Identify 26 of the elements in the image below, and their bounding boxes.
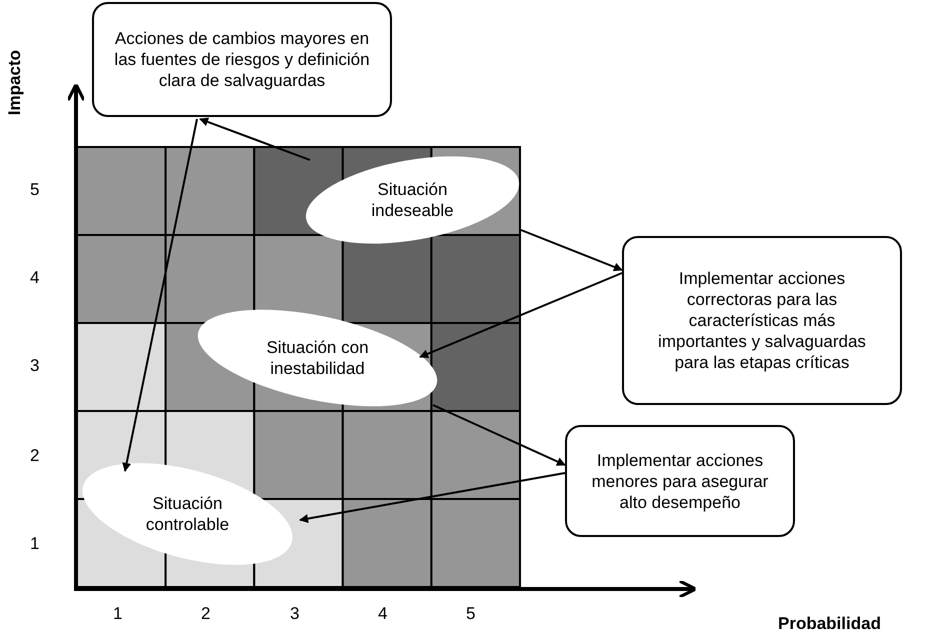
arrow bbox=[419, 272, 622, 358]
callout-box bbox=[565, 425, 795, 537]
situation-label: Situación indeseable bbox=[370, 179, 455, 221]
situation-label: Situación con inestabilidad bbox=[265, 337, 370, 379]
tick-label: 3 bbox=[290, 604, 300, 624]
tick-label: 5 bbox=[30, 180, 40, 200]
y-axis-title: Impacto bbox=[5, 50, 25, 116]
situation-label: Situación controlable bbox=[144, 493, 230, 535]
tick-label: 2 bbox=[201, 604, 210, 624]
callout-box bbox=[92, 2, 392, 117]
arrow bbox=[122, 118, 198, 472]
arrow bbox=[520, 229, 623, 272]
tick-label: 5 bbox=[466, 604, 476, 624]
x-axis-title: Probabilidad bbox=[778, 614, 881, 634]
arrow bbox=[199, 118, 310, 161]
callout-box bbox=[622, 236, 902, 405]
tick-label: 1 bbox=[30, 534, 40, 554]
callout-text: Acciones de cambios mayores en las fuentes de riesgos y definición clara de salvaguardas bbox=[113, 28, 371, 91]
tick-label: 4 bbox=[378, 604, 388, 624]
tick-label: 2 bbox=[30, 446, 40, 466]
tick-label: 3 bbox=[30, 356, 40, 376]
arrow bbox=[299, 472, 566, 524]
tick-label: 4 bbox=[30, 268, 40, 288]
tick-label: 1 bbox=[113, 604, 122, 624]
callout-text: Implementar acciones menores para asegurar alto desempeño bbox=[590, 450, 770, 512]
callout-text: Implementar acciones correctoras para las características más importantes y salvaguardas para las etapas críticas bbox=[657, 268, 867, 373]
